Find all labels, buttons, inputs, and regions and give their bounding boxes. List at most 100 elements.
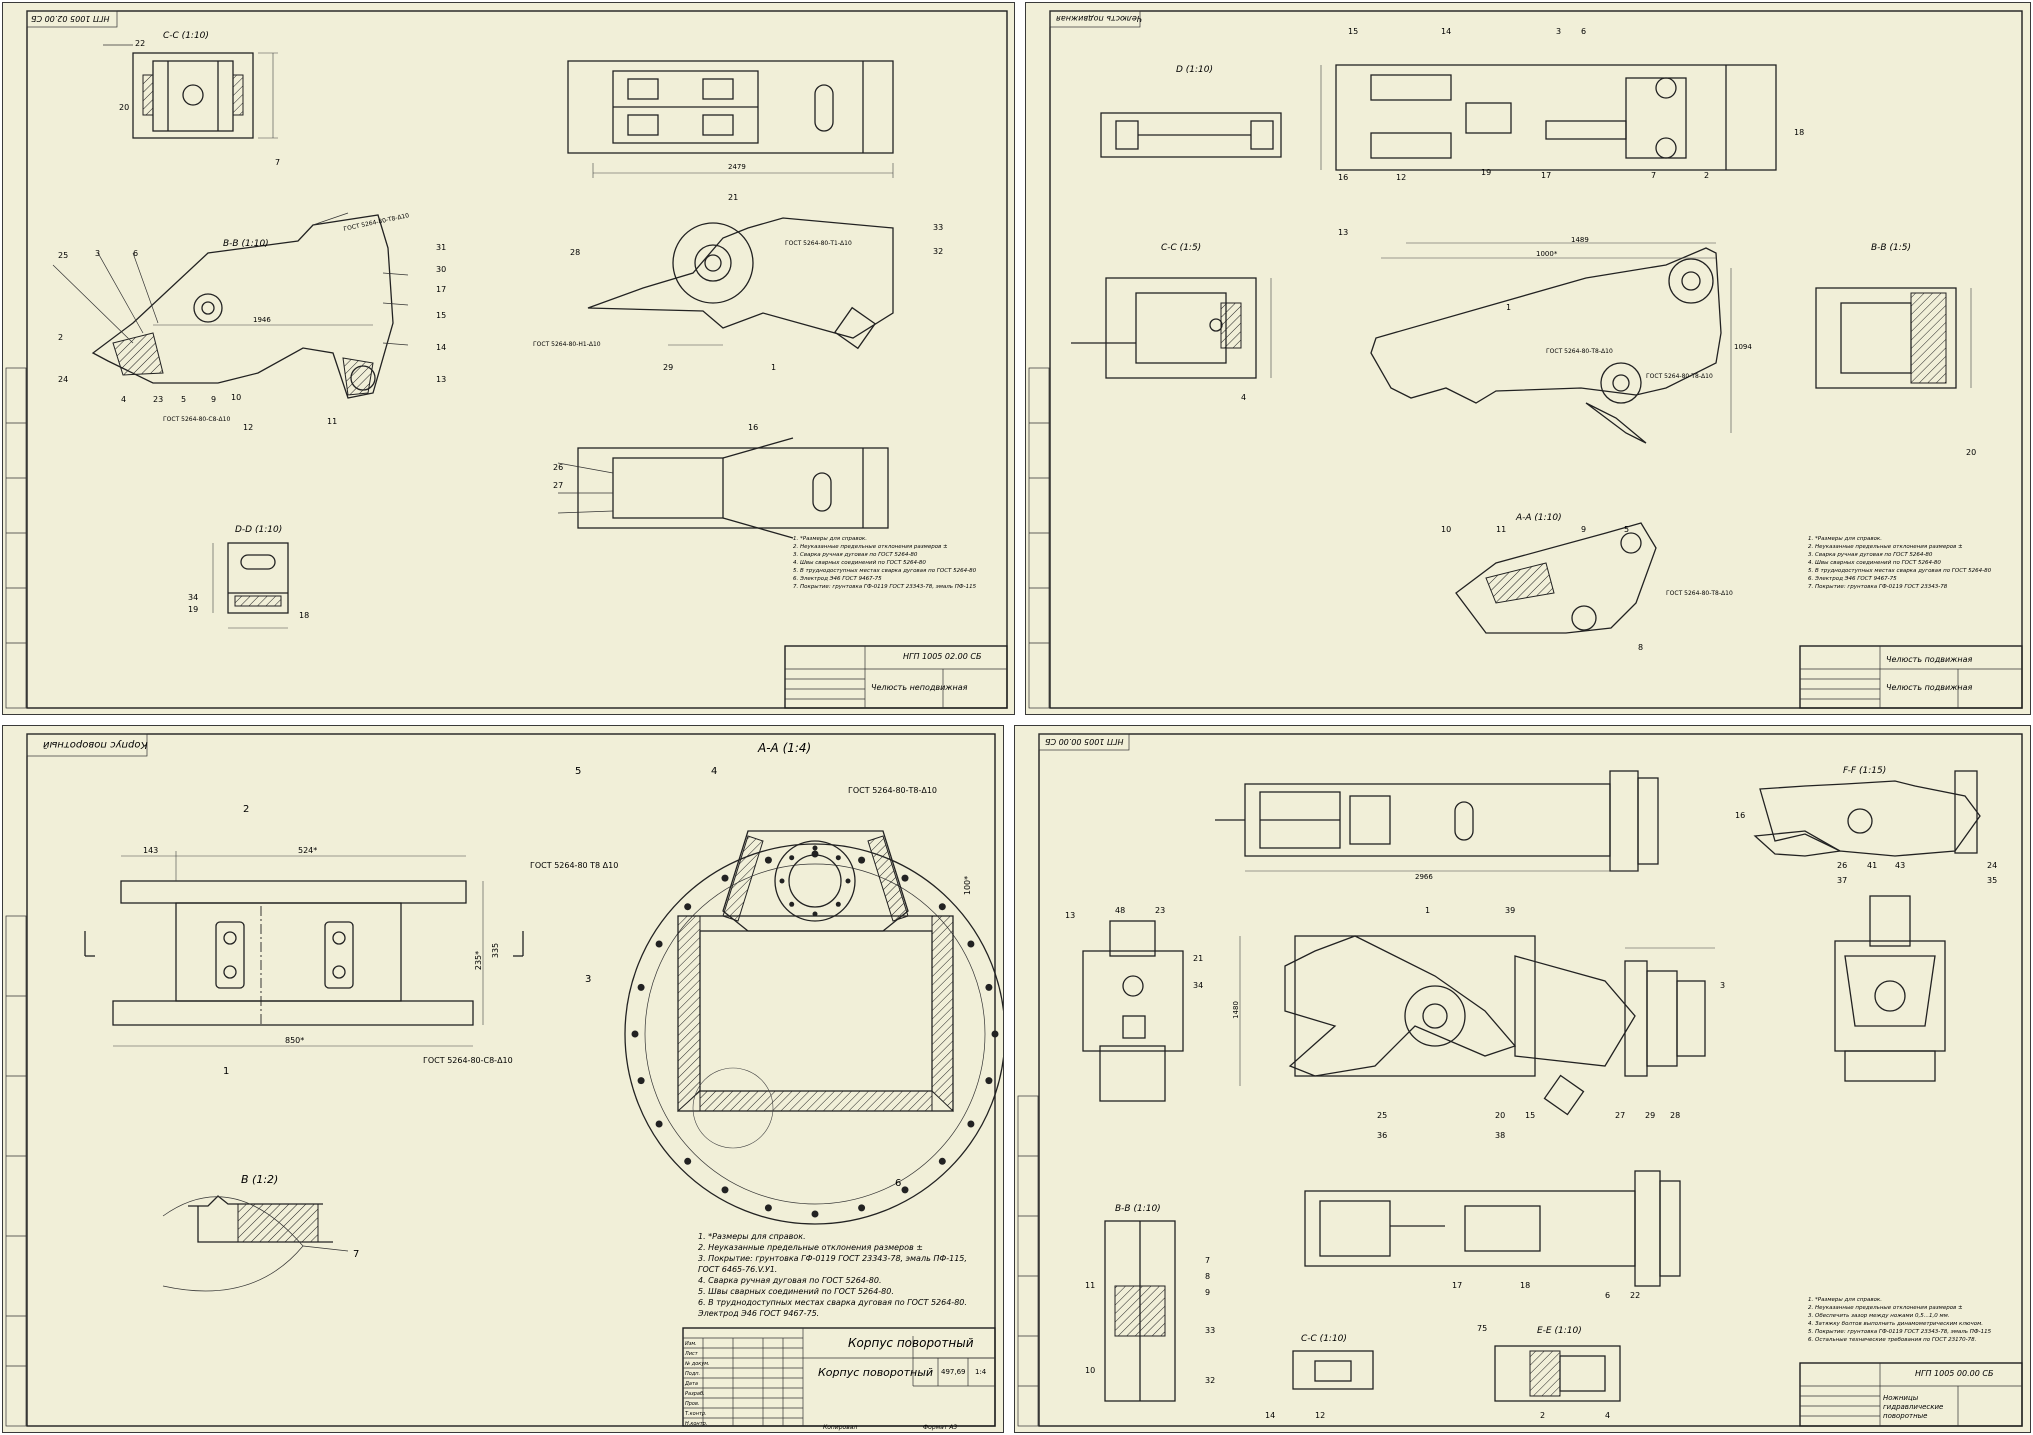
note-line: 2. Неуказанные предельные отклонения раз… <box>1808 544 1963 550</box>
position-number: 5 <box>575 766 582 777</box>
position-number: 25 <box>1377 1111 1388 1120</box>
sheet-4-stamp-code: НГП 1005 00.00 СБ <box>1915 1369 1994 1378</box>
sheet-2-view-label: А-А (1:10) <box>1516 513 1562 523</box>
position-number: 36 <box>1377 1131 1388 1140</box>
bolt-hole <box>631 1030 639 1038</box>
position-number: 34 <box>188 593 199 602</box>
position-number: 19 <box>188 605 199 614</box>
note-line: 5. В труднодоступных местах сварка дугов… <box>1808 568 1992 574</box>
note-line: 2. Неуказанные предельные отклонения раз… <box>698 1243 923 1252</box>
bearing-bolt-hole <box>845 878 851 884</box>
sheet-3-footer-right: Формат А3 <box>923 1424 958 1431</box>
sheet-2-view-label: D (1:10) <box>1176 65 1214 75</box>
position-number: 7 <box>1205 1256 1211 1265</box>
note-line: 2. Неуказанные предельные отклонения раз… <box>1808 1305 1963 1311</box>
position-number: 3 <box>95 249 101 258</box>
sheet-2-view-label: В-В (1:5) <box>1871 243 1911 253</box>
position-number: 10 <box>1441 525 1452 534</box>
movable-jaw-drawing <box>1028 10 2023 709</box>
position-number: 5 <box>181 395 187 404</box>
sheet-2-code-label: Челюсть подвижная <box>1056 14 1143 23</box>
note-line: 4. Затяжку болтов выполнить динамометрич… <box>1808 1321 1984 1327</box>
sheet-1-view-label: D-D (1:10) <box>235 525 283 535</box>
sheet-3-dimension: 235* <box>474 950 484 971</box>
position-number: 5 <box>1624 525 1630 534</box>
position-number: 27 <box>553 481 564 490</box>
position-number: 23 <box>1155 906 1166 915</box>
position-number: 11 <box>1085 1281 1096 1290</box>
note-line: 4. Швы сварных соединений по ГОСТ 5264-8… <box>793 560 926 566</box>
note-line: 7. Покрытие: грунтовка ГФ-0119 ГОСТ 2334… <box>1808 584 1948 590</box>
bolt-hole <box>991 1030 999 1038</box>
position-number: 7 <box>1651 171 1657 180</box>
position-number: 2 <box>1540 1411 1546 1420</box>
position-number: 6 <box>1605 1291 1611 1300</box>
bolt-hole <box>967 1120 975 1128</box>
sheet-4-code-label: НГП 1005 00.00 СБ <box>1045 737 1124 746</box>
position-number: 17 <box>436 285 447 294</box>
position-number: 18 <box>299 611 310 620</box>
position-number: 4 <box>121 395 127 404</box>
position-number: 2 <box>1704 171 1710 180</box>
bolt-hole <box>858 856 866 864</box>
drawing-sheet-hydraulic-shears[interactable]: НГП 1005 00.00 СБ F-F (1:15) В-В (1:10) … <box>1014 725 2031 1433</box>
sheet-4-stamp-title: Ножницы гидравлические поворотные <box>1883 1394 1944 1420</box>
sheet-4-view-label: Е-Е (1:10) <box>1537 1326 1582 1336</box>
note-line: 3. Обеспечить зазор между ножами 0,5...1… <box>1808 1313 1950 1319</box>
bolt-hole <box>985 1077 993 1085</box>
sheet-1-code-label: НГП 1005 02.00 СБ <box>31 14 110 23</box>
sheet-4-view-label: В-В (1:10) <box>1115 1204 1161 1214</box>
note-line: 1. *Размеры для справок. <box>1808 536 1883 542</box>
drawing-sheet-rotary-housing[interactable]: Корпус поворотный А-А (1:4) В (1:2) 143 … <box>2 725 1004 1433</box>
bolt-hole <box>721 874 729 882</box>
bearing-bolt-hole <box>789 901 795 907</box>
bearing-bolt-hole <box>789 855 795 861</box>
stamp-row-label: Лист <box>685 1351 698 1357</box>
sheet-2-view-label: С-С (1:5) <box>1161 243 1202 253</box>
fixed-jaw-drawing <box>5 10 1008 709</box>
position-number: 22 <box>1630 1291 1641 1300</box>
position-number: 6 <box>1581 27 1587 36</box>
sheet-3-stamp-title: Корпус поворотный <box>848 1336 974 1350</box>
position-number: 3 <box>1556 27 1562 36</box>
position-number: 24 <box>58 375 69 384</box>
sheet-1-stamp-code: НГП 1005 02.00 СБ <box>903 652 982 661</box>
bolt-hole <box>655 1120 663 1128</box>
drawing-sheet-movable-jaw[interactable]: Челюсть подвижная D (1:10) С-С (1:5) В-В… <box>1025 2 2031 715</box>
stamp-row-label: Изм. <box>685 1341 697 1347</box>
position-number: 1 <box>1425 906 1431 915</box>
position-number: 35 <box>1987 876 1998 885</box>
sheet-3-dimension: 143 <box>143 846 159 855</box>
position-number: 13 <box>1065 911 1076 920</box>
note-line: 7. Покрытие: грунтовка ГФ-0119 ГОСТ 2334… <box>793 584 977 590</box>
sheet-3-weld-callout: ГОСТ 5264-80 Т8 Δ10 <box>530 861 619 870</box>
position-number: 16 <box>1338 173 1349 182</box>
bolt-hole <box>721 1186 729 1194</box>
position-number: 7 <box>353 1249 360 1260</box>
position-number: 12 <box>1315 1411 1326 1420</box>
stamp-row-label: Подп. <box>685 1371 701 1377</box>
sheet-3-dimension: 335 <box>491 942 501 959</box>
note-line: 1. *Размеры для справок. <box>793 536 868 542</box>
position-number: 11 <box>1496 525 1507 534</box>
position-number: 15 <box>436 311 447 320</box>
note-line: 1. *Размеры для справок. <box>1808 1297 1883 1303</box>
bearing-bolt-hole <box>812 911 818 917</box>
position-number: 20 <box>119 103 130 112</box>
note-line: 6. В труднодоступных местах сварка дугов… <box>698 1298 967 1307</box>
sheet-3-dimension: 524* <box>298 846 318 855</box>
drawing-sheet-fixed-jaw[interactable]: НГП 1005 02.00 СБ С-С (1:10) В-В (1:10) … <box>2 2 1015 715</box>
position-number: 18 <box>1520 1281 1531 1290</box>
position-number: 9 <box>211 395 217 404</box>
sheet-2-weld-callout: ГОСТ 5264-80-Т8-Δ10 <box>1646 373 1713 380</box>
sheet-4-view-label: F-F (1:15) <box>1843 766 1887 776</box>
sheet-2-stamp-title: Челюсть подвижная <box>1886 655 1973 664</box>
sheet-3-view-label: В (1:2) <box>241 1173 279 1186</box>
sheet-2-stamp-title-main: Челюсть подвижная <box>1886 683 1973 692</box>
position-number: 8 <box>1638 643 1644 652</box>
bolt-hole <box>938 1157 946 1165</box>
sheet-3-footer-left: Копировал <box>823 1424 858 1431</box>
position-number: 14 <box>1441 27 1452 36</box>
bolt-hole <box>858 1204 866 1212</box>
position-number: 29 <box>1645 1111 1656 1120</box>
